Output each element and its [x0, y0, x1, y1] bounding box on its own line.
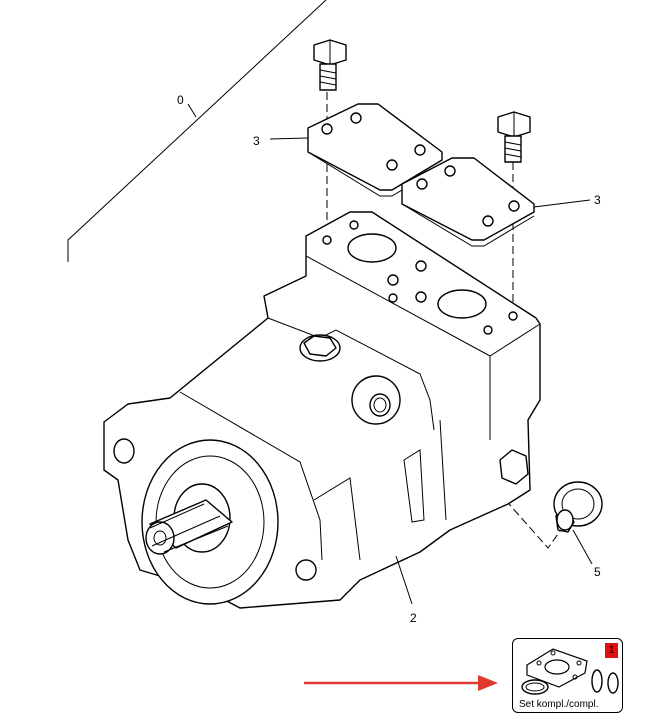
leader-lines: [269, 137, 593, 605]
pump-body: [103, 211, 541, 609]
callout-3-left: 3: [253, 134, 260, 148]
callout-5: 5: [594, 565, 601, 579]
kit-quantity-badge: 1: [605, 643, 618, 658]
bolt-right: [497, 111, 531, 163]
red-arrow: [304, 675, 498, 691]
callout-0: 0: [177, 93, 184, 107]
seal-kit-box[interactable]: 1 Set kompl./compl.: [512, 638, 623, 713]
plug-fitting: [553, 481, 603, 533]
flange-plate-right: [401, 157, 535, 247]
callout-2: 2: [410, 611, 417, 625]
kit-label: Set kompl./compl.: [519, 699, 599, 710]
assembly-bracket: [67, 0, 327, 262]
seal-kit-icon: [521, 648, 619, 695]
bolt-left: [313, 39, 347, 91]
callout-3-right: 3: [594, 193, 601, 207]
